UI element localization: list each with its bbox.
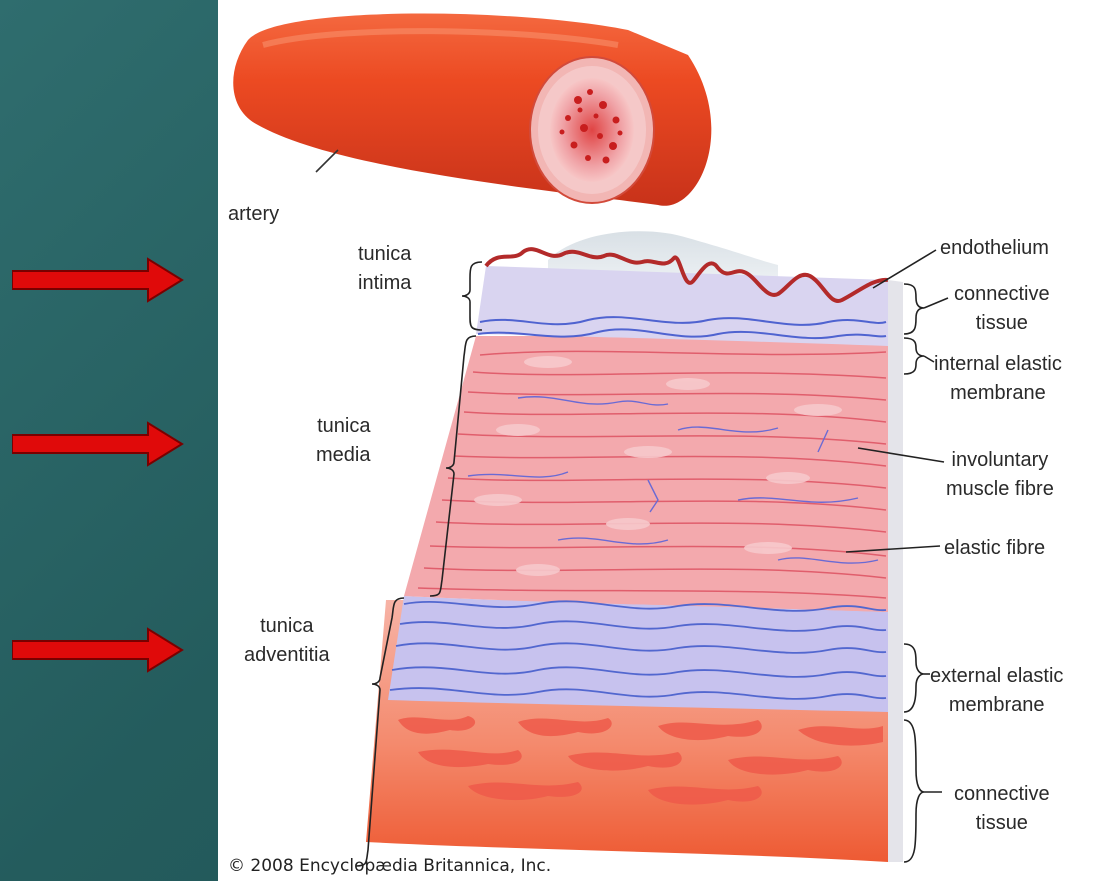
artery-leader-line xyxy=(316,150,338,172)
label-involuntary-muscle-fibre: involuntary muscle fibre xyxy=(946,446,1054,504)
artery-diagram-panel: artery tunica intima tunica media tunica… xyxy=(218,0,1109,881)
wall-section xyxy=(366,249,903,862)
artery-tube xyxy=(233,14,711,206)
label-external-elastic-membrane: external elastic membrane xyxy=(930,662,1063,720)
label-endothelium: endothelium xyxy=(940,234,1049,263)
label-tunica-adventitia: tunica adventitia xyxy=(244,612,330,670)
label-tunica-intima: tunica intima xyxy=(358,240,411,298)
right-brackets xyxy=(904,284,924,862)
red-arrow-media xyxy=(12,421,184,467)
label-elastic-fibre: elastic fibre xyxy=(944,534,1045,563)
label-connective-tissue-bottom: connective tissue xyxy=(954,780,1050,838)
label-internal-elastic-membrane: internal elastic membrane xyxy=(934,350,1062,408)
label-tunica-media: tunica media xyxy=(316,412,370,470)
label-artery: artery xyxy=(228,200,279,229)
red-arrow-intima xyxy=(12,257,184,303)
copyright-notice: © 2008 Encyclopædia Britannica, Inc. xyxy=(228,856,551,876)
red-arrow-adventitia xyxy=(12,627,184,673)
label-connective-tissue-top: connective tissue xyxy=(954,280,1050,338)
